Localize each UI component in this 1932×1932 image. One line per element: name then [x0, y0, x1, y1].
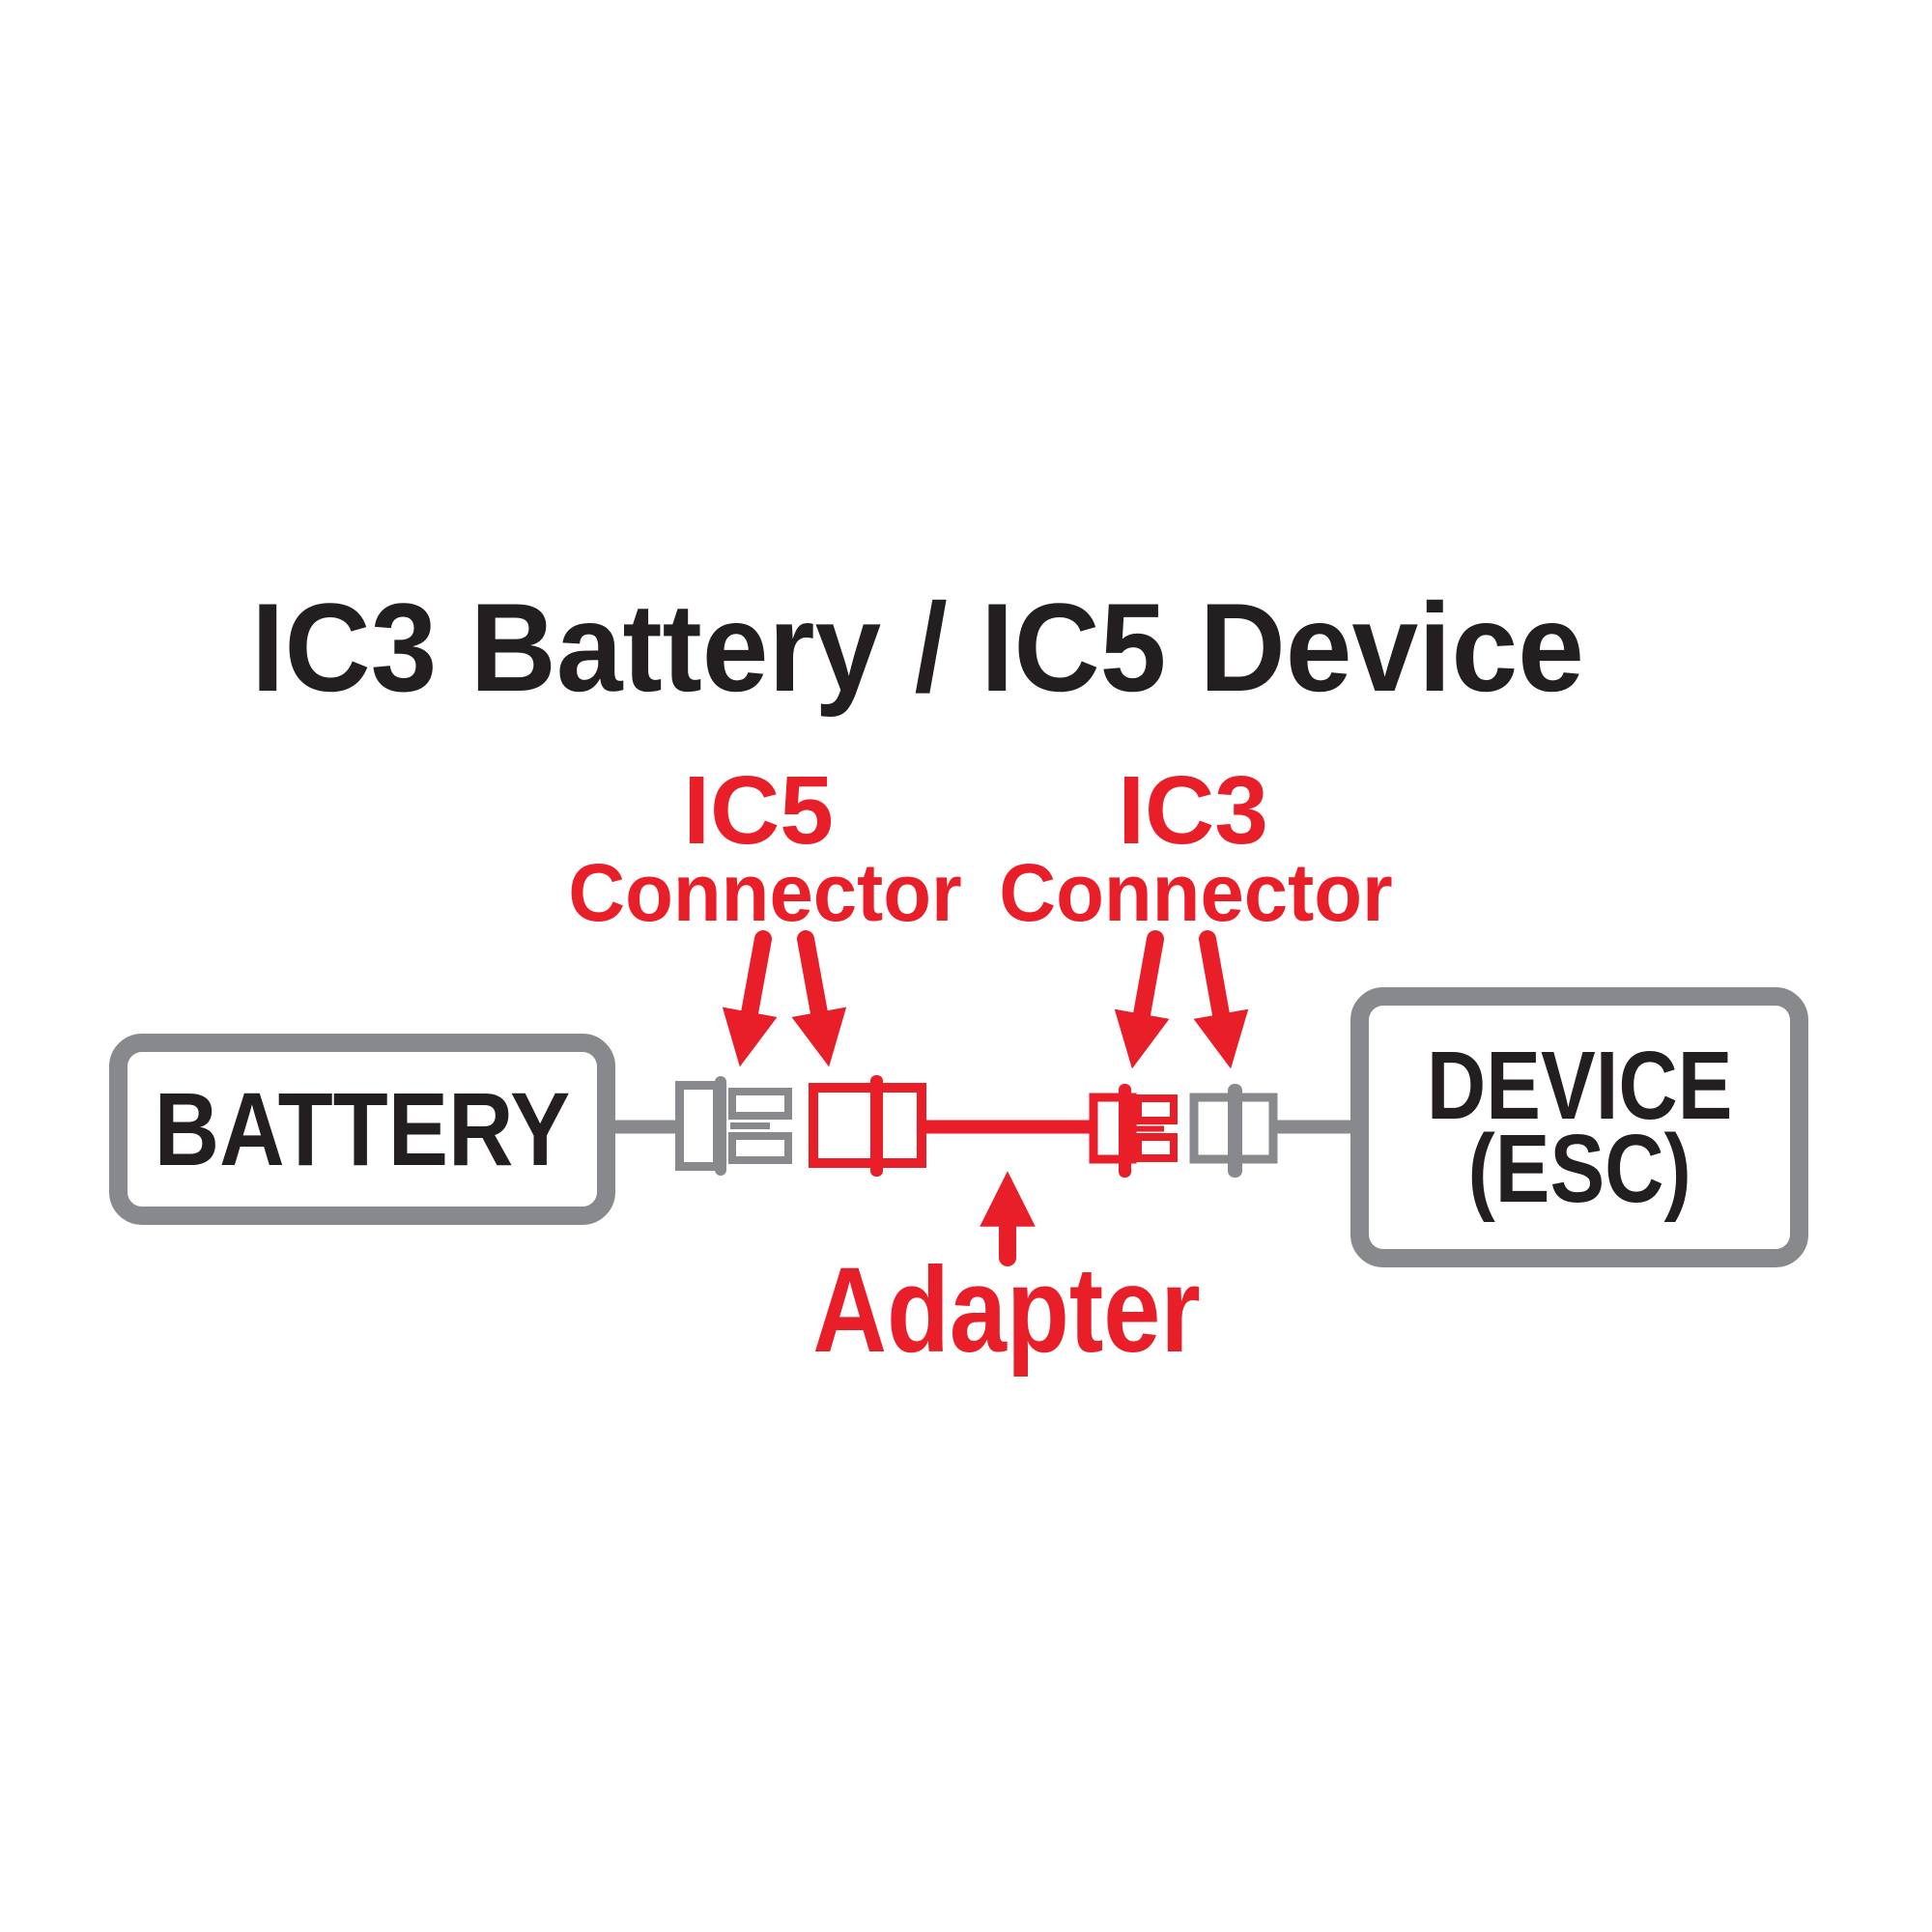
ic5-down-arrow-icons: [722, 930, 847, 1067]
ic3-connector-title: IC3: [1118, 756, 1268, 865]
battery-box: BATTERY: [109, 1034, 615, 1225]
device-box: DEVICE (ESC): [1350, 987, 1808, 1267]
ic3-connector-subtitle: Connector: [999, 847, 1393, 938]
device-label-line2: (ESC): [1467, 1115, 1691, 1223]
page-title: IC3 Battery / IC5 Device: [251, 577, 1584, 718]
battery-label: BATTERY: [154, 1070, 571, 1187]
device-label-line1: DEVICE: [1426, 1032, 1733, 1140]
adapter-ic5-socket-female-connector-icon: [809, 1075, 926, 1177]
device-socket-female-connector-icon: [1189, 1084, 1278, 1178]
adapter-ic3-plug-male-connector-icon: [1089, 1084, 1178, 1178]
ic5-connector-title: IC5: [683, 756, 834, 865]
ic5-connector-subtitle: Connector: [568, 847, 962, 938]
ic3-down-arrow-icons: [1114, 930, 1249, 1069]
adapter-label: Adapter: [812, 1243, 1201, 1378]
device-label: DEVICE (ESC): [1426, 1032, 1733, 1223]
battery-plug-male-connector-icon: [675, 1076, 792, 1176]
